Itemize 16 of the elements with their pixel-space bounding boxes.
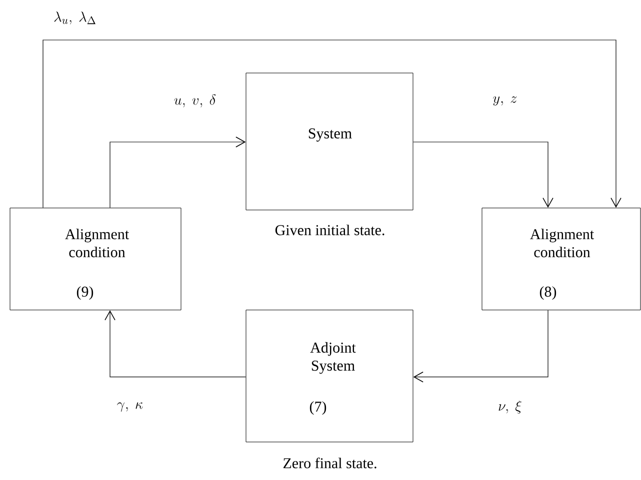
box-caption: Zero final state. [283, 458, 376, 468]
edge-label: $\nu,\ \xi$ [497, 400, 523, 414]
process-box: Alignment condition (9) [10, 208, 182, 310]
arrow [413, 310, 548, 382]
arrow [110, 136, 246, 208]
edge-label: $\gamma,\ \kappa$ [116, 402, 144, 412]
box-caption: Given initial state. [275, 224, 384, 236]
arrow [412, 142, 554, 208]
arrow [104, 310, 246, 378]
process-box: Alignment condition (8) [482, 208, 641, 310]
edge-label: $u,\ v,\ \delta$ [172, 94, 218, 108]
arrow [42, 40, 622, 208]
process-box: Adjoint System (7) [246, 310, 414, 442]
edge-label: $\lambda_u,\ \lambda_\Delta$ [52, 10, 98, 26]
edge-label: $y,\ z$ [492, 96, 518, 106]
process-box: System [246, 72, 414, 210]
